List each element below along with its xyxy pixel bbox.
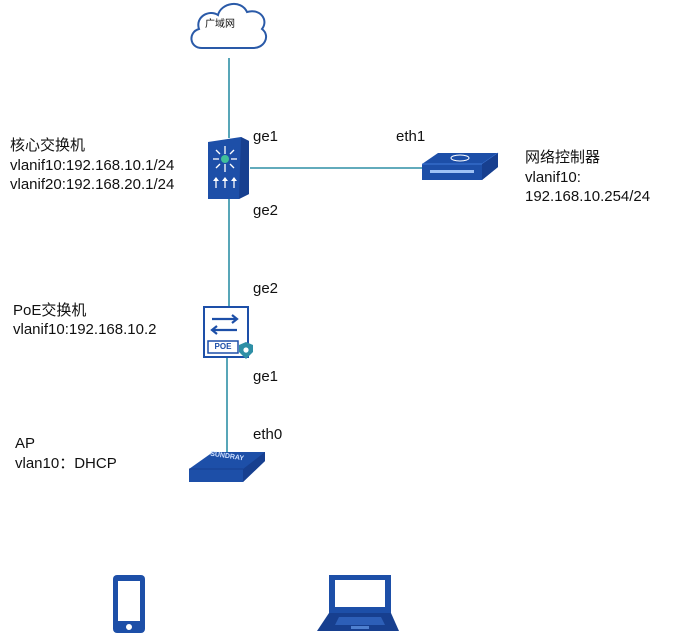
core-switch-name: 核心交换机 bbox=[10, 137, 86, 154]
controller-vlanif: vlanif10: bbox=[525, 169, 581, 186]
core-switch-icon bbox=[205, 136, 251, 200]
core-switch-vlanif10: vlanif10:192.168.10.1/24 bbox=[10, 157, 175, 174]
ap-port-eth0: eth0 bbox=[253, 426, 283, 443]
poe-badge-label: POE bbox=[214, 342, 232, 351]
controller-ip: 192.168.10.254/24 bbox=[525, 188, 651, 205]
laptop-icon bbox=[313, 573, 403, 633]
controller-name: 网络控制器 bbox=[525, 149, 601, 166]
controller-port-eth1: eth1 bbox=[396, 128, 426, 145]
phone-icon bbox=[111, 574, 149, 633]
ap-vlan: vlan10：DHCP bbox=[15, 455, 117, 472]
core-switch-port-ge2: ge2 bbox=[253, 202, 279, 219]
controller-icon bbox=[420, 150, 500, 184]
poe-switch-vlanif: vlanif10:192.168.10.2 bbox=[13, 321, 157, 338]
poe-switch-icon bbox=[201, 305, 255, 361]
cloud-icon bbox=[185, 0, 269, 54]
access-point-icon bbox=[187, 449, 267, 485]
core-switch-port-ge1: ge1 bbox=[253, 128, 279, 145]
wan-label: 广域网 bbox=[205, 19, 235, 30]
poe-switch-port-ge2: ge2 bbox=[253, 280, 279, 297]
core-switch-vlanif20: vlanif20:192.168.20.1/24 bbox=[10, 176, 175, 193]
poe-switch-name: PoE交换机 bbox=[13, 302, 87, 319]
poe-switch-port-ge1: ge1 bbox=[253, 368, 279, 385]
ap-name: AP bbox=[15, 435, 36, 452]
